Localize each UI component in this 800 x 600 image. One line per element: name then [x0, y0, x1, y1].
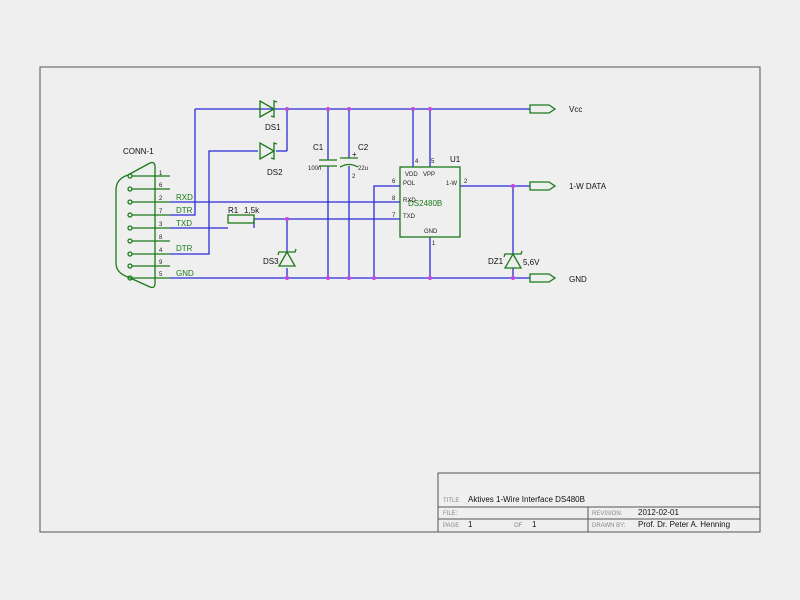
drawn-by-caption: DRAWN BY:	[592, 523, 626, 529]
junction	[285, 107, 289, 111]
db9-pin-socket	[127, 263, 133, 269]
junction	[428, 107, 432, 111]
r1-value: 1,5k	[244, 206, 260, 215]
title-block: TITLE Aktives 1-Wire Interface DS480B FI…	[437, 472, 761, 533]
db9-shell	[115, 161, 156, 289]
dz1-label: DZ1	[488, 257, 504, 266]
db9-pin-number: 7	[159, 209, 163, 215]
db9-pin-socket	[127, 225, 133, 231]
u1-pin-vdd: VDD	[405, 172, 418, 178]
junction	[285, 276, 289, 280]
net-label-dtr: DTR	[176, 244, 193, 253]
u1-pin-number: 6	[392, 179, 396, 185]
db9-pin-number: 5	[159, 272, 163, 278]
u1-pin-number: 8	[392, 196, 396, 202]
r1-label: R1	[228, 206, 239, 215]
capacitor-c2: C2 + 22u 2	[339, 143, 369, 180]
junction	[411, 107, 415, 111]
diode-ds2: DS2	[259, 141, 283, 177]
c2-label: C2	[358, 143, 369, 152]
u1-part: DS2480B	[408, 199, 442, 208]
u1-pin-number: 5	[431, 159, 435, 165]
u1-pin-number: 2	[464, 179, 468, 185]
port-data-label: 1-W DATA	[569, 182, 607, 191]
revision-value: 2012-02-01	[638, 508, 679, 517]
dz1-value: 5,6V	[523, 258, 540, 267]
u1-pin-gnd: GND	[424, 229, 438, 235]
u1-pin-rxd: RXD	[403, 198, 416, 204]
resistor-r1: R1 1,5k	[227, 206, 260, 224]
port-data: 1-W DATA	[529, 181, 607, 191]
junction	[511, 276, 515, 280]
junction	[511, 184, 515, 188]
db9-pin-number: 3	[159, 222, 163, 228]
db9-pin-socket	[127, 199, 133, 205]
ds3-label: DS3	[263, 257, 279, 266]
u1-pin-pol: POL	[403, 181, 416, 187]
db9-pin-number: 1	[159, 171, 163, 177]
db9-pin-socket	[127, 173, 133, 179]
net-label-gnd: GND	[176, 269, 194, 278]
title-value: Aktives 1-Wire Interface DS480B	[468, 495, 585, 504]
of-caption: OF	[514, 523, 523, 529]
db9-pin-socket	[127, 186, 133, 192]
junction	[326, 276, 330, 280]
junction	[326, 107, 330, 111]
file-caption: FILE:	[443, 511, 458, 517]
junction	[285, 217, 289, 221]
u1-ref: U1	[450, 155, 461, 164]
junction	[347, 107, 351, 111]
diode-ds3: DS3	[263, 248, 297, 267]
sheet-frame	[39, 66, 761, 533]
junction	[372, 276, 376, 280]
u1-pin-txd: TXD	[403, 214, 416, 220]
u1-pin-number: 7	[392, 213, 396, 219]
db9-pin-socket	[127, 238, 133, 244]
u1-pin-number: 4	[415, 159, 419, 165]
db9-pins	[127, 173, 133, 281]
c2-value: 22u	[358, 166, 368, 172]
db9-pin-number: 4	[159, 248, 163, 254]
u1-pin-vpp: VPP	[423, 172, 435, 178]
c2-plus: +	[352, 150, 357, 159]
u1-pin-number: 1	[432, 241, 436, 247]
drawn-by-value: Prof. Dr. Peter A. Henning	[638, 520, 730, 529]
db9-pin-leads	[132, 175, 170, 279]
capacitor-c1: C1 100n	[308, 143, 337, 172]
net-label-dtr: DTR	[176, 206, 193, 215]
u1-pin-1w: 1-W	[446, 181, 457, 187]
ic-u1: U1 DS2480B VDD VPP POL 1-W RXD TXD GND 4…	[392, 155, 468, 247]
ds1-label: DS1	[265, 123, 281, 132]
c1-value: 100n	[308, 166, 321, 172]
port-vcc-label: Vcc	[569, 105, 582, 114]
net-label-txd: TXD	[176, 219, 192, 228]
port-gnd-label: GND	[569, 275, 587, 284]
junctions	[285, 107, 515, 280]
of-value: 1	[532, 520, 537, 529]
title-caption: TITLE	[443, 498, 459, 504]
db9-pin-number: 8	[159, 235, 163, 241]
db9-pin-socket	[127, 251, 133, 257]
db9-pin-socket	[127, 212, 133, 218]
db9-pin-number: 6	[159, 183, 163, 189]
c2-pin-number: 2	[352, 174, 356, 180]
wires	[170, 108, 530, 279]
net-label-rxd: RXD	[176, 193, 193, 202]
page-value: 1	[468, 520, 473, 529]
c1-label: C1	[313, 143, 324, 152]
diode-ds1: DS1	[258, 99, 281, 132]
db9-pin-number: 2	[159, 196, 163, 202]
revision-caption: REVISION:	[592, 511, 623, 517]
junction	[347, 276, 351, 280]
ds2-label: DS2	[267, 168, 283, 177]
connector-name: CONN-1	[123, 147, 154, 156]
junction	[428, 276, 432, 280]
port-vcc: Vcc	[529, 104, 582, 114]
page-caption: PAGE	[443, 523, 459, 529]
db9-pin-number: 9	[159, 260, 163, 266]
db9-connector: CONN-1 1 6 2 7 3 8 4 9 5 RXD DTR TXD DTR…	[115, 147, 194, 289]
zener-dz1: DZ1 5,6V	[488, 250, 540, 269]
port-gnd: GND	[529, 273, 587, 284]
